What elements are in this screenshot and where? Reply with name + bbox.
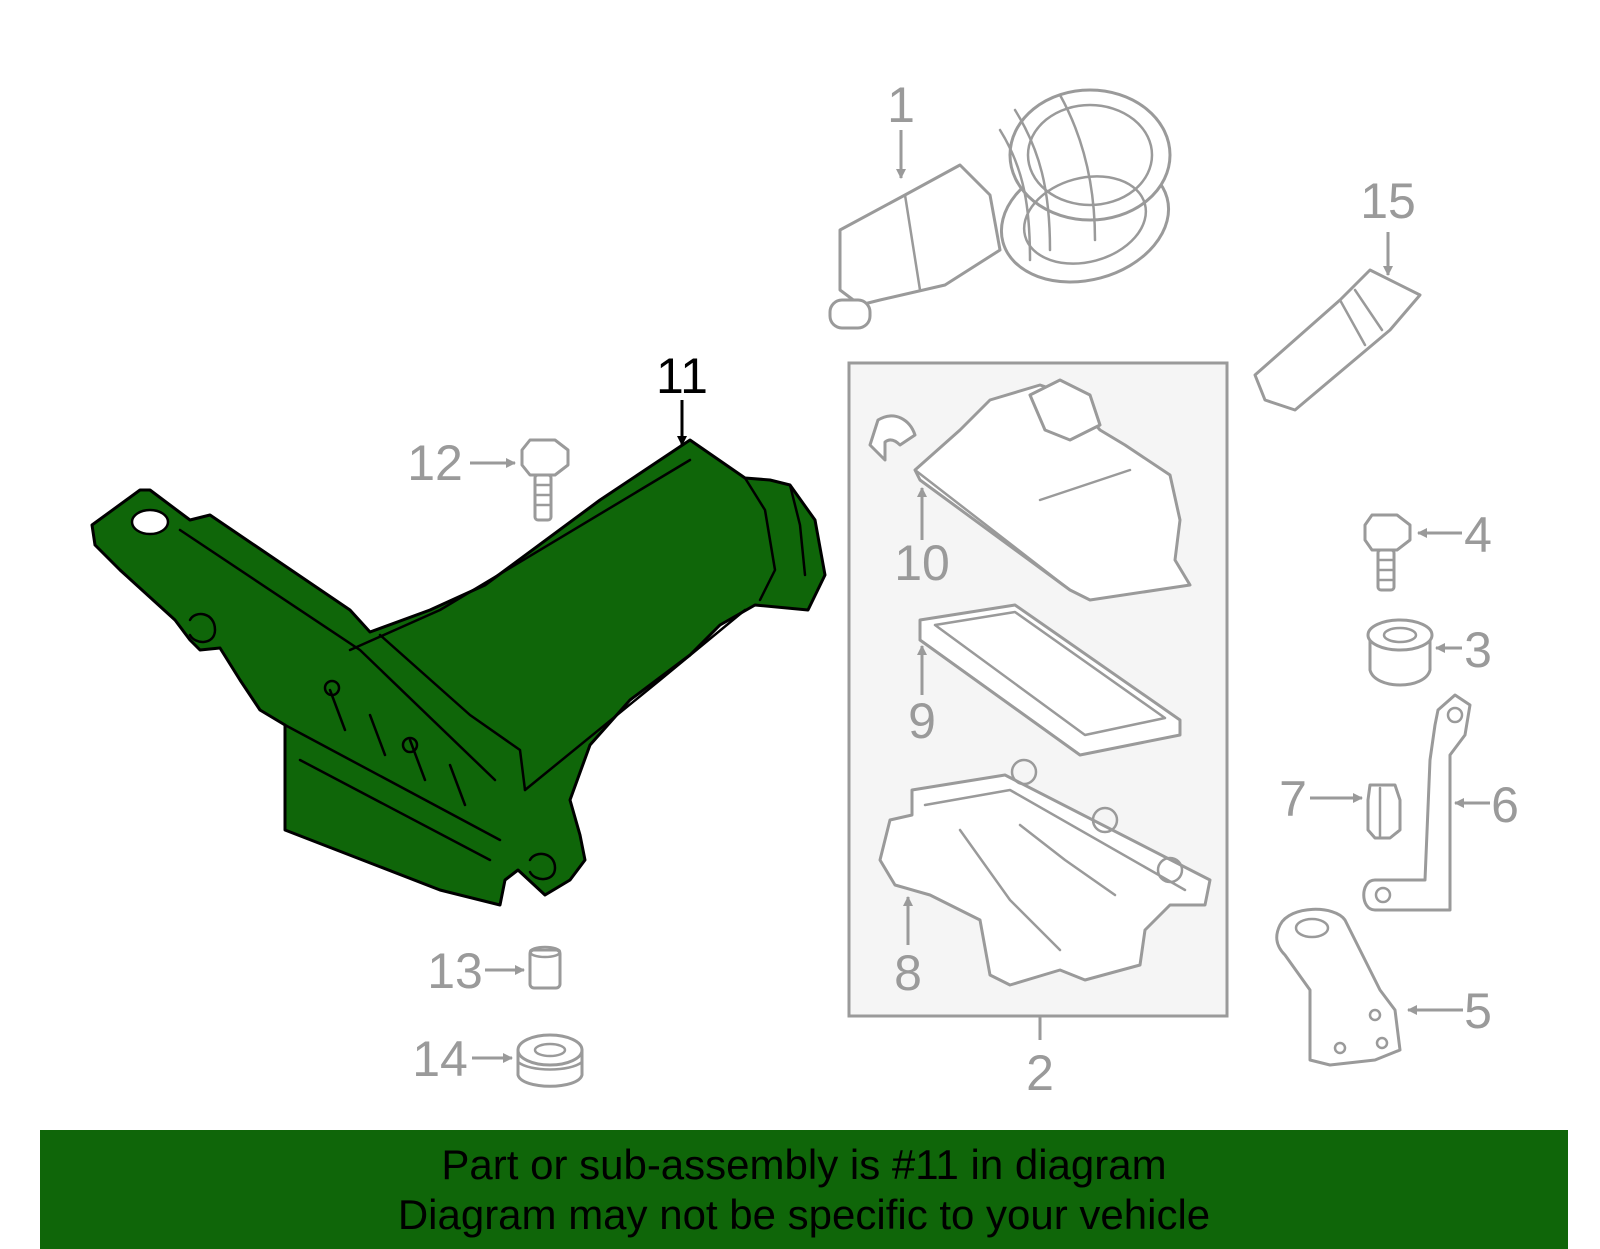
callout-2: 2 xyxy=(1026,1045,1054,1101)
part-9-air-filter[interactable] xyxy=(918,603,1182,757)
banner-line-1: Part or sub-assembly is #11 in diagram xyxy=(441,1140,1167,1188)
callout-14: 14 xyxy=(412,1031,468,1087)
callout-10: 10 xyxy=(894,535,950,591)
callout-11: 11 xyxy=(656,348,708,404)
callout-6: 6 xyxy=(1491,777,1519,833)
callouts: 1 15 11 12 10 4 3 9 7 6 8 5 13 14 2 xyxy=(407,77,1519,1101)
part-14-grommet[interactable] xyxy=(516,1033,584,1088)
part-11-air-intake-duct[interactable] xyxy=(90,438,827,907)
part-15-sensor[interactable] xyxy=(1253,268,1422,412)
part-5-bracket[interactable] xyxy=(1275,907,1402,1067)
callout-13: 13 xyxy=(427,943,483,999)
part-8-lower-housing[interactable] xyxy=(878,758,1212,987)
callout-9: 9 xyxy=(908,693,936,749)
part-12-bolt[interactable] xyxy=(520,438,570,522)
callout-1: 1 xyxy=(887,77,915,133)
part-3-grommet[interactable] xyxy=(1366,618,1434,687)
callout-3: 3 xyxy=(1464,622,1492,678)
part-4-bolt[interactable] xyxy=(1363,513,1412,592)
callout-12: 12 xyxy=(407,435,463,491)
part-1-air-intake-hose[interactable] xyxy=(828,88,1183,330)
banner-line-2: Diagram may not be specific to your vehi… xyxy=(397,1190,1211,1238)
part-7-nut[interactable] xyxy=(1366,783,1402,840)
part-10-upper-housing[interactable] xyxy=(868,378,1192,602)
part-13-bushing[interactable] xyxy=(528,945,562,990)
callout-4: 4 xyxy=(1464,507,1492,563)
callout-15: 15 xyxy=(1360,173,1416,229)
part-6-bracket[interactable] xyxy=(1362,693,1472,912)
callout-5: 5 xyxy=(1464,983,1492,1039)
leader-lines xyxy=(470,130,1490,1063)
callout-7: 7 xyxy=(1279,771,1307,827)
info-banner: Part or sub-assembly is #11 in diagram D… xyxy=(40,1130,1568,1249)
callout-8: 8 xyxy=(894,945,922,1001)
